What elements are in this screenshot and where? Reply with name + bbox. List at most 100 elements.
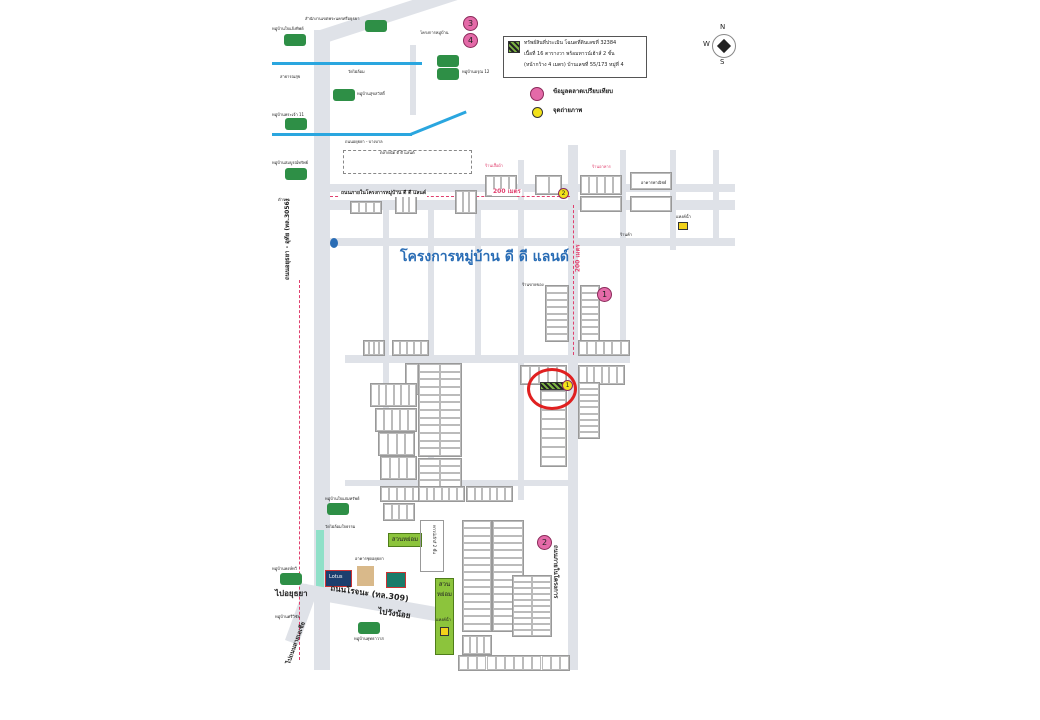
lot-cell [477,656,487,670]
lot-cell [389,457,399,479]
lot-cell [550,656,560,670]
shop-c-label: ร้านขายของ [522,282,544,287]
lot-cell [513,624,532,630]
lot-cell [514,656,524,670]
photo-point-2[interactable]: 2 [558,188,569,199]
lot-block [578,382,600,439]
comparable-marker-2[interactable]: 2 [537,535,552,550]
lot-cell [513,612,532,618]
lot-block [350,201,382,214]
lot-block [418,458,462,488]
lot-cell [440,379,461,387]
lot-cell [463,550,491,558]
shop-a-label: ร้านเสื้อผ้า [485,163,503,168]
lot-block [580,196,622,212]
lot-cell [513,576,532,582]
lot-cell [541,409,566,420]
lot-cell [463,579,491,587]
water-tank-label: แทงค์น้ำ [436,617,451,622]
lot-cell [401,384,409,406]
lot-cell [419,387,440,395]
village-icon [358,622,380,634]
legend-subject-line3: (หน้ากว้าง 4 เมตร) บ้านเลขที่ 55/173 หมู… [524,62,624,68]
lot-cell [597,176,605,194]
internal-road-v5 [620,150,626,360]
lot-cell [620,341,629,355]
legend-comparable: ข้อมูลตลาดเปรียบเทียบ [553,88,613,95]
lot-cell [513,606,532,612]
lot-block [630,196,672,212]
lot-cell [419,417,440,426]
water-tank2-label: แทงค์น้ำ [676,214,691,219]
lot-cell [440,466,461,473]
village-g-label: หมู่บ้านศรีวิชัย [275,614,300,619]
lot-block [375,408,417,432]
distance-label-top: 200 เมตร [492,188,522,196]
lot-cell [513,600,532,606]
bank-icon [386,572,406,588]
photo-point-1[interactable]: 1 [562,380,573,391]
canal-top [272,62,422,65]
lot-cell [504,487,512,501]
lot-cell [513,594,532,600]
village-icon [437,55,459,67]
lot-block [380,456,417,480]
lot-cell [419,448,440,456]
to-wang-noi-label: ไปวังน้อย [377,606,412,621]
lot-cell [463,565,491,573]
lot-cell [495,656,505,670]
lot-cell [579,395,599,402]
lot-cell [449,487,457,501]
lot-cell [541,456,566,466]
lot-block [378,432,415,456]
canal-road-label: ถนนอยุธยา - บางบาล [345,139,383,144]
lot-cell [536,176,549,194]
lot-cell [581,306,599,314]
lot-cell [579,389,599,396]
internal-road-v7 [713,150,719,240]
lot-cell [419,487,427,501]
compass-s: S [720,58,725,66]
lot-cell [579,431,599,438]
comparable-marker-4[interactable]: 4 [463,33,478,48]
lot-cell [546,313,568,321]
lot-cell [441,487,449,501]
comparable-marker-1[interactable]: 1 [597,287,612,302]
lot-cell [386,384,394,406]
village-icon [365,20,387,32]
lot-cell [463,543,491,551]
lot-cell [532,618,551,624]
lot-cell [484,636,491,654]
lot-block [580,285,600,342]
lot-block [580,175,622,195]
lot-cell [581,197,621,211]
condo-label: อาคารชุดอยุธยา [355,556,384,561]
lot-cell [463,521,491,529]
lot-cell [532,624,551,630]
village-e-label: หมู่บ้านพุทธาวาส [354,636,384,641]
lot-cell [440,364,461,372]
lot-block [535,175,562,195]
lot-cell [581,320,599,328]
water-tank-icon [440,627,449,636]
lot-cell [419,473,440,480]
lot-cell [493,528,523,536]
lot-cell [434,487,442,501]
lot-block [418,363,462,457]
lot-cell [405,487,413,501]
lot-cell [421,341,428,355]
lot-cell [398,457,408,479]
lot-cell [463,594,491,602]
lot-cell [546,286,568,293]
distance-line-top [330,196,570,197]
project-road-top [330,184,735,192]
lot-cell [513,618,532,624]
lot-cell [408,384,416,406]
internal-road-v4 [518,160,524,500]
lot-cell [546,334,568,341]
lot-cell [532,600,551,606]
comparable-marker-3[interactable]: 3 [463,16,478,31]
village-f-label: หมู่บ้านพงษ์ทวี [272,566,297,571]
park-label: สวนหย่อม [391,536,419,543]
lot-cell [351,202,359,213]
